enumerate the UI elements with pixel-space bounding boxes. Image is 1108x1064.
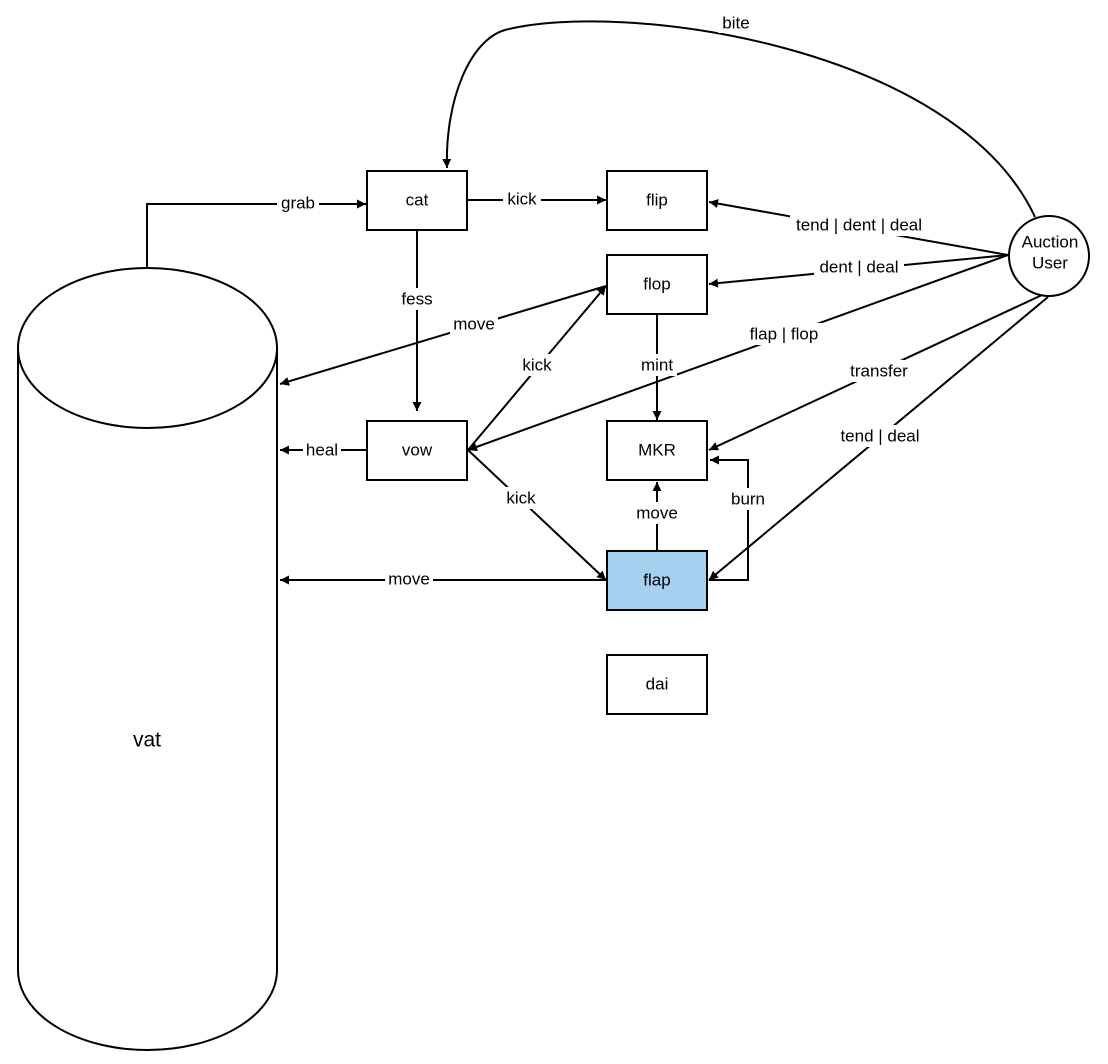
dai-node: dai	[606, 654, 708, 715]
tend-deal-label: tend | deal	[834, 425, 926, 447]
grab-label: grab	[277, 192, 319, 214]
fess-label-text: fess	[401, 290, 432, 309]
move-flop-vat-edge	[279, 285, 607, 386]
heal-label: heal	[303, 439, 341, 461]
auction-user-node: Auction User	[1008, 215, 1090, 297]
grab-edge	[146, 199, 366, 268]
bite-edge	[442, 20, 1036, 218]
heal-label-text: heal	[306, 441, 338, 460]
flap-flop-label: flap | flop	[744, 323, 824, 345]
flop-label: flop	[643, 275, 670, 294]
flip-node: flip	[606, 170, 708, 231]
transfer-label: transfer	[846, 360, 912, 382]
vow-label: vow	[402, 441, 433, 460]
kick-vow-flop-label: kick	[518, 354, 556, 376]
cat-node: cat	[366, 170, 468, 231]
flip-label: flip	[646, 191, 668, 210]
move-flap-vat-label-text: move	[388, 570, 430, 589]
burn-edge	[709, 455, 749, 581]
kick-vow-flap-label: kick	[502, 487, 540, 509]
move-flap-mkr-label: move	[633, 502, 681, 524]
mkr-label: MKR	[638, 441, 676, 460]
mkr-node: MKR	[606, 420, 708, 481]
tend-dent-deal-label-text: tend | dent | deal	[796, 216, 922, 235]
move-flap-vat-label: move	[385, 568, 433, 590]
move-flop-vat-label-text: move	[453, 315, 495, 334]
vat-cylinder: vat	[17, 267, 278, 1051]
flop-node: flop	[606, 254, 708, 315]
mint-label: mint	[637, 354, 677, 376]
move-flop-vat-label: move	[450, 313, 498, 335]
bite-label-text: bite	[722, 14, 749, 33]
auction-user-label-line2: User	[1032, 254, 1068, 273]
fess-label: fess	[397, 288, 437, 310]
flap-node: flap	[606, 550, 708, 611]
tend-deal-label-text: tend | deal	[840, 427, 919, 446]
flap-flop-label-text: flap | flop	[750, 325, 819, 344]
move-flap-mkr-label-text: move	[636, 504, 678, 523]
burn-label: burn	[727, 488, 769, 510]
kick-vow-flop-label-text: kick	[522, 356, 552, 375]
tend-dent-deal-label: tend | dent | deal	[790, 214, 928, 236]
dent-deal-label-text: dent | deal	[819, 258, 898, 277]
transfer-label-text: transfer	[850, 362, 908, 381]
flap-flop-edge	[467, 254, 1009, 452]
dent-deal-label: dent | deal	[814, 256, 904, 278]
kick-cat-flip-label: kick	[503, 188, 541, 210]
burn-label-text: burn	[731, 490, 765, 509]
bite-label: bite	[718, 13, 754, 33]
vat-label: vat	[133, 729, 161, 752]
grab-label-text: grab	[281, 194, 315, 213]
kick-vow-flap-label-text: kick	[506, 489, 536, 508]
dai-label: dai	[646, 675, 669, 694]
mint-label-text: mint	[641, 356, 673, 375]
vow-node: vow	[366, 420, 468, 481]
flap-label: flap	[643, 571, 670, 590]
kick-vow-flap-edge	[467, 449, 607, 581]
auction-user-label-line1: Auction	[1022, 233, 1079, 252]
kick-cat-flip-label-text: kick	[507, 190, 537, 209]
cat-label: cat	[406, 191, 429, 210]
